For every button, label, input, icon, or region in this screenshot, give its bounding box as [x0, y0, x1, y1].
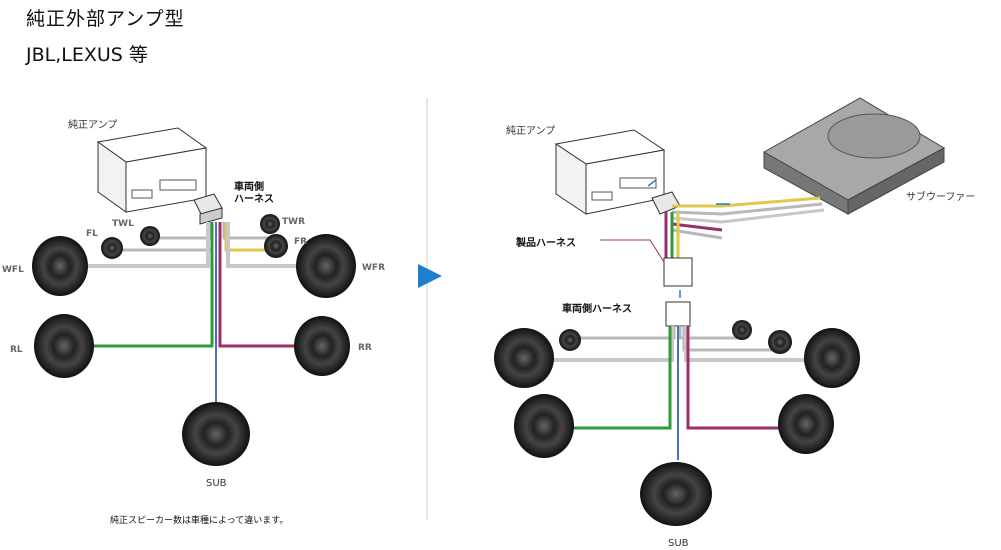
left-twr-label: TWR: [282, 217, 305, 227]
page-subtitle: JBL,LEXUS 等: [26, 44, 148, 66]
left-wfr-speaker-icon: [296, 234, 356, 298]
left-amp-label: 純正アンプ: [68, 118, 117, 131]
left-wires: [82, 222, 300, 408]
left-rr-label: RR: [358, 343, 372, 353]
right-woofer-front-left-icon: [494, 328, 554, 388]
left-rl-label: RL: [10, 345, 23, 355]
right-woofer-front-right-icon: [804, 328, 860, 388]
speaker-count-note: 純正スピーカー数は車種によって違います。: [110, 516, 289, 526]
right-tweeter-right-icon: [732, 320, 752, 340]
vehicle-harness-label: 車両側ハーネス: [562, 302, 632, 315]
right-sub-speaker-icon: [640, 462, 712, 526]
left-sub-label: SUB: [206, 478, 227, 489]
page-title: 純正外部アンプ型: [26, 8, 185, 30]
vehicle-harness-connector-icon: [665, 301, 691, 327]
product-harness-label: 製品ハーネス: [515, 236, 576, 249]
left-wfr-label: WFR: [362, 263, 385, 273]
left-harness-label-line2: ハーネス: [234, 193, 274, 205]
right-amp-label: 純正アンプ: [506, 124, 555, 137]
right-speaker-wires: [552, 326, 816, 460]
left-wfl-label: WFL: [2, 265, 24, 275]
left-fr-label: FR: [294, 237, 307, 247]
left-amp-icon: [96, 127, 208, 213]
right-diagram: 純正アンプ 製品ハーネス 車両側ハーネス サブウーファー SUB: [494, 97, 975, 549]
right-mid-right-icon: [768, 330, 792, 354]
product-harness-pointer: [600, 239, 665, 263]
subwoofer-label: サブウーファー: [906, 190, 975, 203]
product-harness-connector-icon: [663, 257, 693, 287]
left-rr-speaker-icon: [294, 316, 350, 376]
left-diagram: 純正アンプ 車両側 ハーネス TWL FL TWR FR WFL WFR RL …: [2, 118, 385, 489]
left-fl-label: FL: [86, 229, 98, 239]
right-woofer-rear-right-icon: [778, 394, 834, 454]
left-rl-speaker-icon: [34, 314, 94, 378]
left-fr-speaker-icon: [264, 234, 288, 258]
left-wfl-speaker-icon: [32, 236, 88, 296]
left-twl-label: TWL: [112, 219, 134, 229]
right-woofer-rear-left-icon: [514, 394, 574, 458]
right-amp-icon: [554, 129, 666, 215]
left-twl-speaker-icon: [140, 226, 160, 246]
right-amp-arrow-icon: [647, 179, 657, 187]
left-sub-speaker-icon: [182, 402, 250, 466]
left-harness-connector-icon: [193, 193, 223, 225]
right-product-wires: [664, 196, 825, 258]
subwoofer-box-icon: [762, 97, 946, 215]
left-fl-speaker-icon: [101, 237, 123, 259]
left-twr-speaker-icon: [260, 214, 280, 234]
transition-arrow-icon: [418, 264, 442, 288]
left-harness-label-line1: 車両側: [234, 180, 264, 193]
right-sub-label: SUB: [668, 538, 689, 549]
right-tweeter-left-icon: [559, 329, 581, 351]
